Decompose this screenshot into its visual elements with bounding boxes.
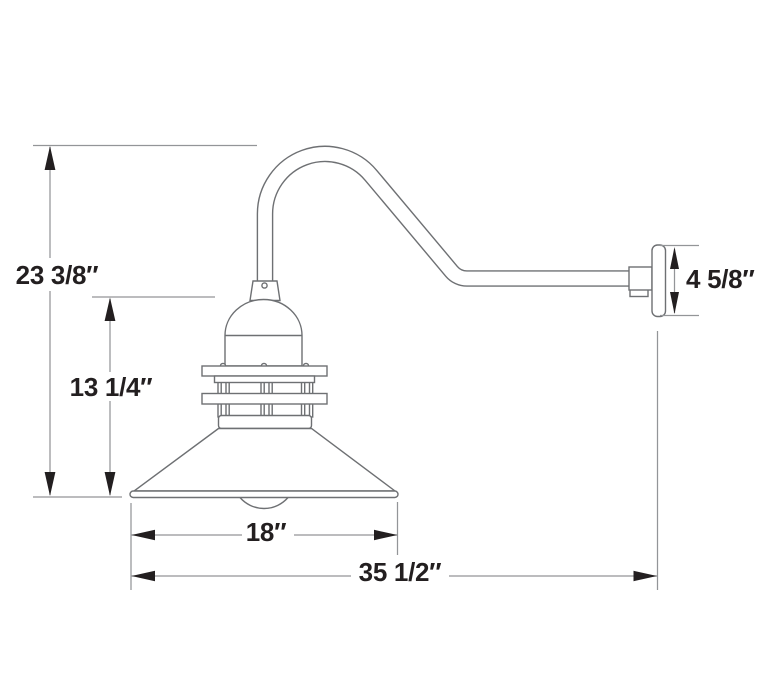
arrow-up-overall-height bbox=[44, 146, 56, 170]
dimension-label-overall-height: 23 3/8″ bbox=[16, 260, 99, 290]
shade-cone bbox=[131, 427, 398, 492]
arrow-down-overall-height bbox=[44, 472, 56, 496]
arrow-right-projection bbox=[633, 570, 657, 582]
arrow-up-plate-height bbox=[670, 247, 679, 269]
lamp-housing-dome bbox=[224, 298, 303, 367]
dimension-label-shade-diameter: 18″ bbox=[246, 517, 286, 547]
arrow-right-shade-diameter bbox=[374, 529, 398, 541]
dimension-label-fixture-height: 13 1/4″ bbox=[70, 372, 153, 402]
arrow-down-plate-height bbox=[670, 292, 679, 314]
fixture-group bbox=[129, 145, 667, 510]
wall-mount-collar bbox=[628, 266, 653, 291]
gooseneck-arm bbox=[258, 147, 650, 295]
set-screw bbox=[261, 282, 268, 289]
bulb-arc bbox=[239, 497, 289, 510]
fixture-neck-collar bbox=[249, 280, 281, 302]
arrow-up-fixture-height bbox=[104, 297, 116, 321]
middle-guard-ring bbox=[201, 392, 328, 405]
arrow-left-projection bbox=[131, 570, 155, 582]
shade-neck bbox=[217, 414, 313, 430]
dimension-label-wall-plate-height: 4 5/8″ bbox=[686, 264, 754, 294]
arrow-left-shade-diameter bbox=[131, 529, 155, 541]
wall-mount-plate bbox=[651, 244, 667, 318]
top-flange bbox=[201, 365, 328, 377]
dimension-label-overall-projection: 35 1/2″ bbox=[359, 557, 442, 587]
shade-rim bbox=[129, 490, 399, 499]
dimensions-group: 23 3/8″ 13 1/4″ 18″ 35 1/2″ 4 5/8″ bbox=[16, 144, 755, 590]
flange-inner-lip bbox=[213, 375, 316, 384]
arrow-down-fixture-height bbox=[104, 472, 116, 496]
